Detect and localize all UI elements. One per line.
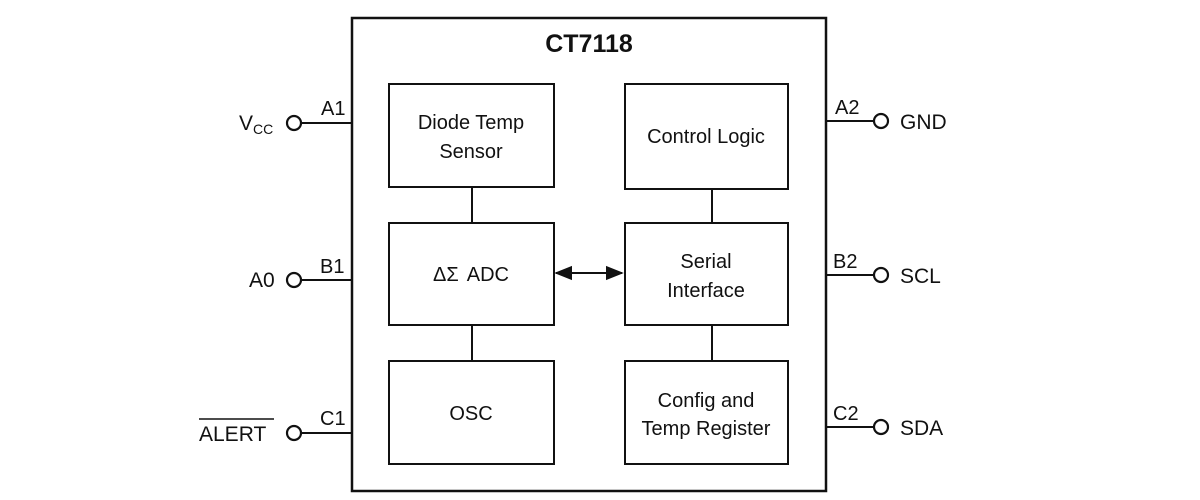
adc-text: ADC (467, 264, 509, 286)
control-logic-box (624, 83, 789, 190)
pin-b2-terminal (872, 266, 890, 284)
pin-a1: A1 VCC (239, 98, 352, 137)
diode-temp-sensor-label-line2: Sensor (439, 141, 503, 163)
serial-interface-label-line1: Serial (680, 251, 731, 273)
diode-temp-sensor-block: Diode Temp Sensor (388, 83, 555, 188)
adc-box (388, 222, 555, 326)
pin-c2: C2 SDA (826, 403, 943, 440)
chip-title: CT7118 (545, 30, 633, 58)
pin-a1-id: A1 (321, 98, 345, 120)
osc-label: OSC (449, 403, 492, 425)
pin-b1-id: B1 (320, 256, 344, 278)
adc-label: ΔΣ ADC (433, 264, 509, 286)
pin-a2-terminal (872, 112, 890, 130)
pin-c2-terminal (872, 418, 890, 436)
pin-a2-id: A2 (835, 97, 859, 119)
pin-c1-terminal (285, 424, 303, 442)
pin-c2-id: C2 (833, 403, 859, 425)
adc-block: ΔΣ ADC (388, 222, 555, 326)
serial-interface-label-line2: Interface (667, 280, 745, 302)
pin-c1-signal: ALERT (199, 423, 266, 446)
serial-interface-block: Serial Interface (624, 222, 789, 326)
serial-interface-box (624, 222, 789, 326)
pin-a2: A2 GND (826, 97, 947, 134)
control-logic-block: Control Logic (624, 83, 789, 190)
vcc-subscript: CC (253, 121, 273, 137)
pin-b2-id: B2 (833, 251, 857, 273)
pin-b2: B2 SCL (826, 251, 941, 288)
pin-b1-signal: A0 (249, 269, 275, 292)
config-temp-register-label-line2: Temp Register (642, 418, 771, 440)
pin-c2-signal: SDA (900, 417, 943, 440)
pin-a2-signal: GND (900, 111, 947, 134)
pin-c1-id: C1 (320, 408, 346, 430)
pin-b1: B1 A0 (249, 256, 352, 292)
vcc-v: V (239, 112, 253, 135)
pin-b1-terminal (285, 271, 303, 289)
delta-sigma-symbol: ΔΣ (433, 264, 459, 286)
control-logic-label: Control Logic (647, 126, 765, 148)
pin-c1: C1 ALERT (199, 408, 352, 446)
config-temp-register-label-line1: Config and (658, 390, 755, 412)
config-temp-register-box (624, 360, 789, 465)
config-temp-register-block: Config and Temp Register (624, 360, 789, 465)
osc-box (388, 360, 555, 465)
pin-a1-signal: VCC (239, 112, 273, 137)
pin-a1-terminal (285, 114, 303, 132)
diode-temp-sensor-label-line1: Diode Temp (418, 112, 524, 134)
diode-temp-sensor-box (388, 83, 555, 188)
pin-b2-signal: SCL (900, 265, 941, 288)
osc-block: OSC (388, 360, 555, 465)
